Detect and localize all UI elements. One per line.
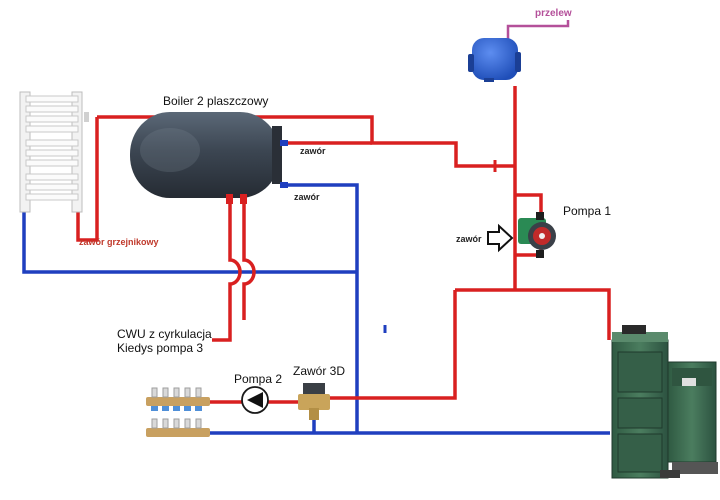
valve-top-label: zawór [300, 146, 326, 156]
cwu-pipe [212, 190, 242, 342]
top-supply-pipe [97, 115, 515, 168]
overflow-pipe [506, 20, 570, 40]
hot-pipes [76, 86, 611, 404]
cwu-return-pipe [242, 190, 256, 320]
boiler-label: Boiler 2 plaszczowy [163, 94, 269, 108]
cwu-label-line2: Kiedys pompa 3 [117, 341, 204, 355]
valve-left-label: zawór [456, 234, 482, 244]
pump1-label: Pompa 1 [563, 204, 612, 218]
pump-symbol [241, 386, 269, 414]
radiator-supply-pipe [76, 117, 99, 242]
double-jacket-boiler [130, 112, 288, 204]
valve3d-supply-pipe [330, 290, 457, 400]
pellet-boiler [611, 325, 718, 479]
towel-radiator [19, 91, 89, 213]
furnace-supply-pipe [455, 288, 611, 340]
pump2-label: Pompa 2 [234, 372, 283, 386]
circulation-pump [518, 212, 556, 258]
cold-pipes [22, 183, 610, 435]
cwu-label: CWU z cyrkulacja Kiedys pompa 3 [117, 327, 212, 355]
right-arrow-icon [487, 223, 514, 253]
floor-heating-manifold [146, 387, 210, 437]
radiator-return-pipe [22, 205, 357, 274]
expansion-vessel [468, 38, 521, 82]
valve-bottom-label: zawór [294, 192, 320, 202]
radiator-valve-label: zawór grzejnikowy [79, 237, 159, 247]
three-way-valve [298, 383, 330, 420]
cwu-label-line1: CWU z cyrkulacja [117, 327, 212, 341]
boiler-jacket-return-pipe [285, 183, 359, 433]
valve3d-label: Zawór 3D [293, 364, 346, 378]
overflow-label: przelew [535, 8, 572, 19]
